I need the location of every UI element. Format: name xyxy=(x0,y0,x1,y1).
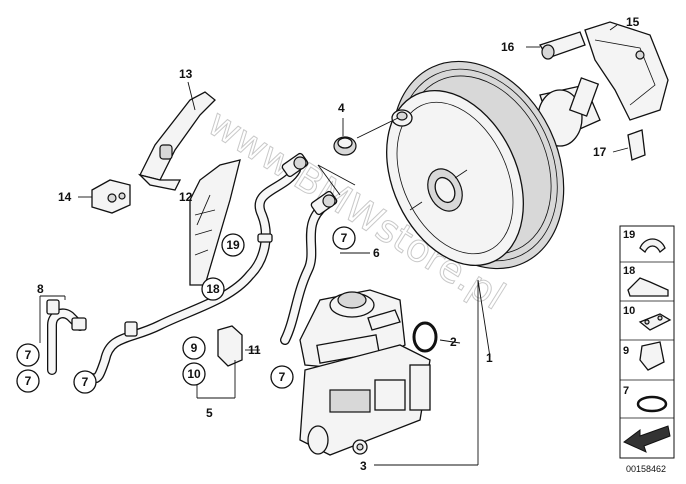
legend-hose-clamp-icon xyxy=(636,395,668,413)
circled-7-e: 7 xyxy=(279,370,286,384)
legend-num-19: 19 xyxy=(623,229,635,241)
callout-11: 11 xyxy=(248,343,261,357)
circled-7-d: 7 xyxy=(341,231,348,245)
brake-booster xyxy=(386,60,601,270)
legend-arrow-icon xyxy=(623,425,671,453)
callout-15: 15 xyxy=(626,15,640,29)
bracket-13 xyxy=(137,91,216,191)
legend-num-7: 7 xyxy=(623,385,629,397)
callout-1: 1 xyxy=(486,351,493,365)
circled-9: 9 xyxy=(191,341,198,355)
grommet-11 xyxy=(217,325,243,367)
seal-ring xyxy=(412,321,438,353)
callout-2: 2 xyxy=(450,335,457,349)
master-cylinder xyxy=(299,289,438,456)
legend-num-18: 18 xyxy=(623,265,635,277)
diagram-id: 00158462 xyxy=(626,464,666,474)
circled-19: 19 xyxy=(226,238,240,252)
circled-18: 18 xyxy=(206,282,220,296)
circled-10: 10 xyxy=(187,367,201,381)
legend-holder-icon xyxy=(639,341,665,371)
leader-lines xyxy=(39,24,629,466)
callout-14: 14 xyxy=(58,190,72,204)
circled-callouts: 7 7 7 7 7 9 10 18 19 xyxy=(16,226,356,394)
circled-7-b: 7 xyxy=(25,374,32,388)
legend-num-9: 9 xyxy=(623,345,629,357)
legend-panel: 19 18 10 9 7 xyxy=(619,225,675,459)
bolt-16 xyxy=(539,31,586,60)
clip-17 xyxy=(627,129,646,161)
circled-7-a: 7 xyxy=(25,348,32,362)
callout-13: 13 xyxy=(179,67,193,81)
callout-12: 12 xyxy=(179,190,193,204)
callout-numbers: 1 2 3 4 5 6 8 11 12 13 14 15 16 17 xyxy=(37,15,640,473)
callout-8: 8 xyxy=(37,282,44,296)
callout-6: 6 xyxy=(373,246,380,260)
rubber-mount-14 xyxy=(91,179,131,214)
gasket-15 xyxy=(584,21,669,121)
callout-16: 16 xyxy=(501,40,515,54)
circled-7-c: 7 xyxy=(82,375,89,389)
callout-17: 17 xyxy=(593,145,607,159)
legend-num-10: 10 xyxy=(623,305,635,317)
legend-clip-icon xyxy=(639,238,666,254)
hose-part-8 xyxy=(46,299,87,375)
bracket-12 xyxy=(189,159,241,286)
callout-5: 5 xyxy=(206,406,213,420)
legend-bracket-icon xyxy=(627,277,669,297)
callout-4: 4 xyxy=(338,101,345,115)
callout-3: 3 xyxy=(360,459,367,473)
